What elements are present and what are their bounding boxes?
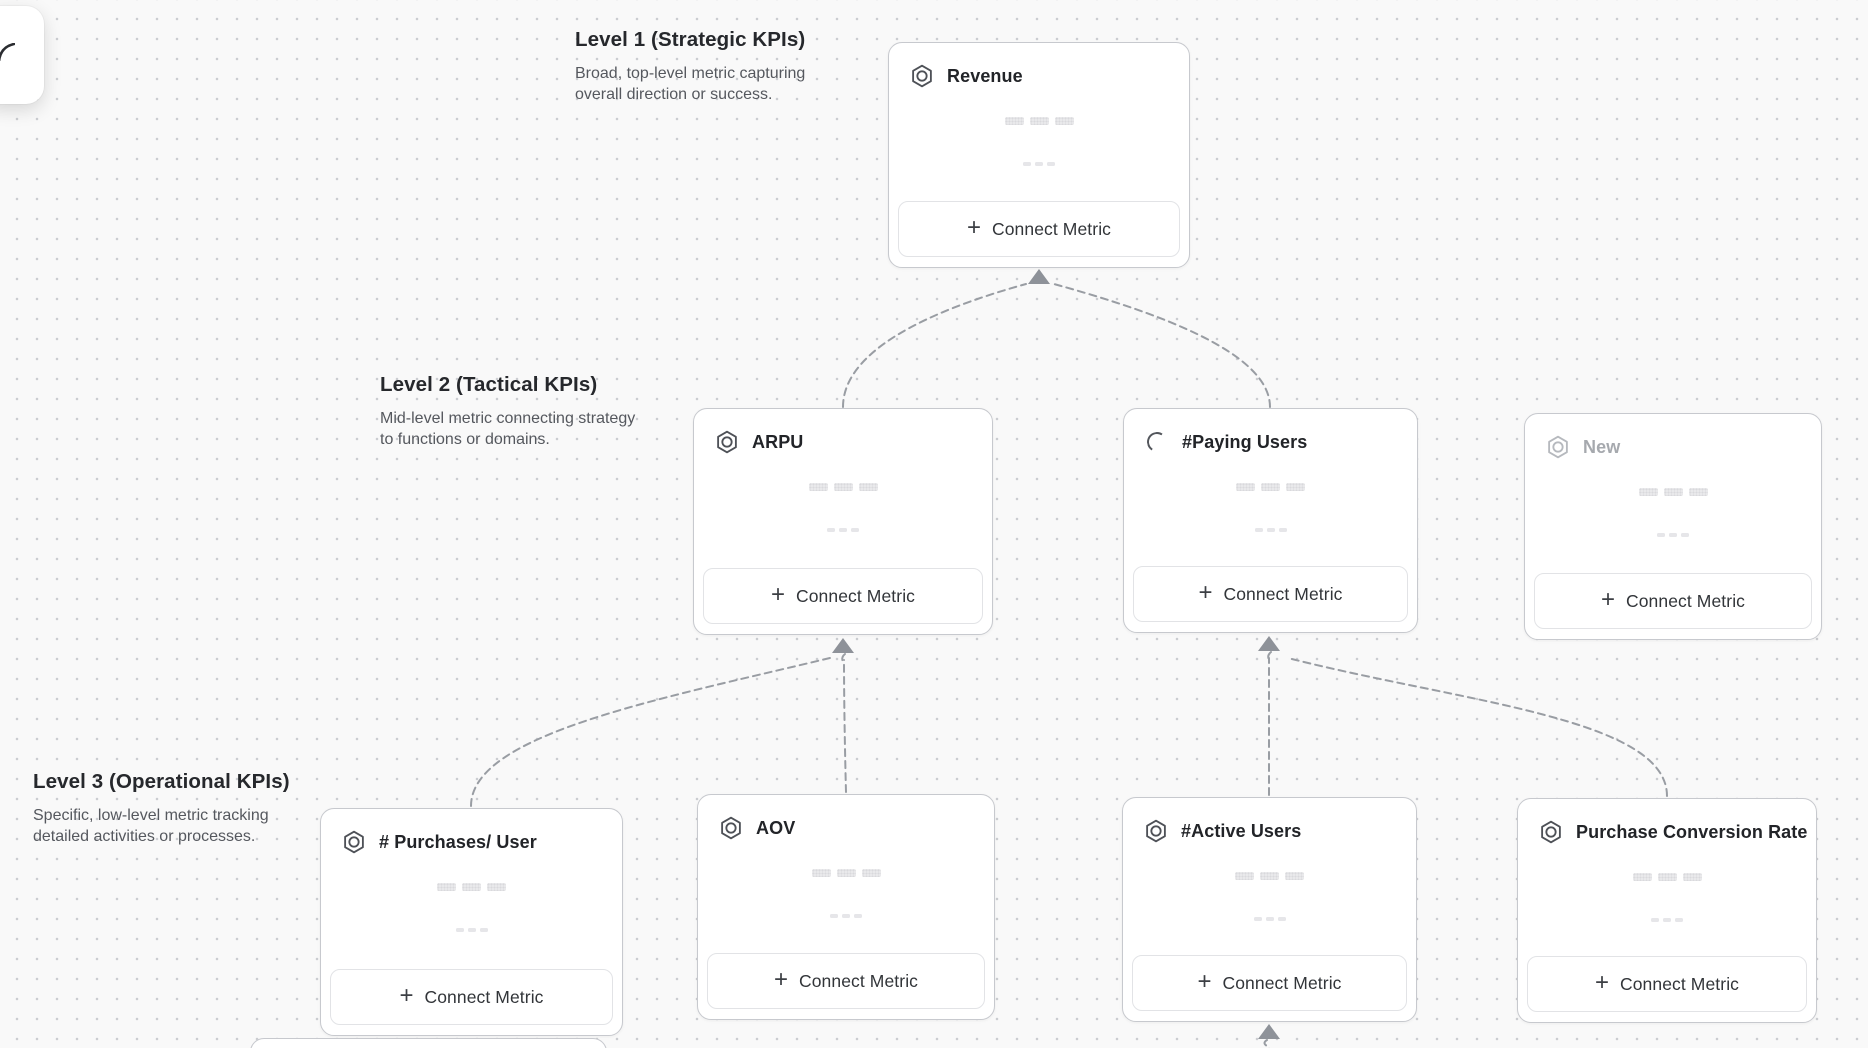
hexagon-metric-icon: [714, 429, 740, 455]
card-header: Revenue: [889, 43, 1189, 89]
connect-metric-button[interactable]: + Connect Metric: [707, 953, 985, 1009]
skeleton-placeholder-row: [1525, 533, 1821, 537]
connector-purchases-to-arpu: [470, 657, 831, 807]
plus-icon: +: [966, 214, 981, 241]
skeleton-placeholder-row: [698, 914, 994, 918]
plus-icon: +: [1197, 968, 1212, 995]
connect-metric-label: Connect Metric: [1222, 972, 1342, 993]
skeleton-placeholder-row: [889, 162, 1189, 166]
skeleton-placeholder-row: [321, 928, 622, 932]
hexagon-metric-icon: [1538, 819, 1564, 845]
arrowhead-into-active: [1258, 1024, 1280, 1039]
metric-card-paying-users[interactable]: #Paying Users + Connect Metric: [1123, 408, 1418, 633]
connect-metric-label: Connect Metric: [798, 970, 919, 991]
card-header: #Active Users: [1123, 798, 1416, 844]
connect-metric-button[interactable]: + Connect Metric: [703, 568, 983, 624]
metric-card-title: New: [1583, 436, 1621, 457]
arrowhead-into-revenue: [1028, 269, 1050, 284]
connect-metric-button[interactable]: + Connect Metric: [1132, 955, 1407, 1011]
floating-toolbar-button[interactable]: [0, 6, 44, 104]
skeleton-placeholder-row: [321, 883, 622, 891]
connect-metric-button[interactable]: + Connect Metric: [898, 201, 1180, 257]
metric-card-active-users[interactable]: #Active Users + Connect Metric: [1122, 797, 1417, 1022]
level-2-label: Level 2 (Tactical KPIs) Mid-level metric…: [380, 373, 642, 450]
arrowhead-into-arpu: [832, 638, 854, 653]
skeleton-placeholder-row: [1518, 873, 1816, 881]
skeleton-placeholder-row: [1124, 528, 1417, 532]
metric-card-title: #Active Users: [1181, 820, 1302, 841]
connect-metric-label: Connect Metric: [1625, 590, 1746, 611]
metric-card-title: AOV: [756, 817, 796, 838]
card-header: Purchase Conversion Rate: [1518, 799, 1816, 845]
connect-metric-label: Connect Metric: [1223, 583, 1343, 604]
metric-card-title: # Purchases/ User: [379, 831, 537, 852]
metric-card-new[interactable]: New + Connect Metric: [1524, 413, 1822, 640]
hexagon-metric-icon: [1545, 434, 1571, 460]
card-header: AOV: [698, 795, 994, 841]
metric-card-partial[interactable]: [250, 1038, 607, 1048]
hexagon-metric-icon: [909, 63, 935, 89]
plus-icon: +: [773, 966, 788, 993]
metric-card-purchase-conversion-rate[interactable]: Purchase Conversion Rate + Connect Metri…: [1517, 798, 1817, 1023]
plus-icon: +: [1198, 579, 1213, 606]
skeleton-placeholder-row: [694, 483, 992, 491]
metric-card-purchases-per-user[interactable]: # Purchases/ User + Connect Metric: [320, 808, 623, 1036]
arrowhead-into-paying: [1258, 636, 1280, 651]
level-1-title: Level 1 (Strategic KPIs): [575, 28, 806, 51]
metric-card-arpu[interactable]: ARPU + Connect Metric: [693, 408, 993, 635]
connect-metric-button[interactable]: + Connect Metric: [330, 969, 613, 1025]
level-1-description: Broad, top-level metric capturing overal…: [575, 65, 806, 103]
loading-spinner-icon: [1144, 429, 1170, 455]
metric-card-title: Purchase Conversion Rate: [1576, 821, 1808, 842]
level-3-description: Specific, low-level metric tracking deta…: [33, 807, 269, 845]
plus-icon: +: [770, 581, 785, 608]
metric-card-title: #Paying Users: [1182, 431, 1308, 452]
plus-icon: +: [1600, 586, 1615, 613]
hexagon-metric-icon: [341, 829, 367, 855]
connect-metric-button[interactable]: + Connect Metric: [1534, 573, 1812, 629]
metric-card-title: ARPU: [752, 431, 804, 452]
plus-icon: +: [1594, 969, 1609, 996]
level-1-label: Level 1 (Strategic KPIs) Broad, top-leve…: [575, 28, 837, 105]
level-2-title: Level 2 (Tactical KPIs): [380, 373, 598, 396]
skeleton-placeholder-row: [694, 528, 992, 532]
connector-arpu-to-revenue: [842, 283, 1027, 408]
skeleton-placeholder-row: [1518, 918, 1816, 922]
connector-paying-to-revenue: [1053, 283, 1271, 408]
connector-aov-to-arpu: [843, 659, 847, 793]
connector-pcr-to-paying: [1287, 657, 1668, 797]
connect-metric-label: Connect Metric: [991, 218, 1112, 239]
level-3-label: Level 3 (Operational KPIs) Specific, low…: [33, 770, 311, 847]
connect-metric-button[interactable]: + Connect Metric: [1527, 956, 1807, 1012]
cursor-icon: [0, 43, 15, 61]
hexagon-metric-icon: [1143, 818, 1169, 844]
card-header: ARPU: [694, 409, 992, 455]
connector-stub-active: [1263, 1039, 1271, 1048]
metric-card-revenue[interactable]: Revenue + Connect Metric: [888, 42, 1190, 268]
skeleton-placeholder-row: [1123, 872, 1416, 880]
metric-card-title: Revenue: [947, 65, 1023, 86]
connect-metric-button[interactable]: + Connect Metric: [1133, 566, 1408, 622]
card-header: # Purchases/ User: [321, 809, 622, 855]
card-header: New: [1525, 414, 1821, 460]
level-2-description: Mid-level metric connecting strategy to …: [380, 410, 636, 448]
plus-icon: +: [399, 982, 414, 1009]
connector-stub-paying: [1267, 651, 1272, 662]
connect-metric-label: Connect Metric: [795, 585, 916, 606]
hexagon-metric-icon: [718, 815, 744, 841]
connect-metric-label: Connect Metric: [1619, 973, 1740, 994]
connector-stub-arpu: [841, 653, 846, 664]
connect-metric-label: Connect Metric: [424, 986, 544, 1007]
skeleton-placeholder-row: [889, 117, 1189, 125]
card-header: #Paying Users: [1124, 409, 1417, 455]
skeleton-placeholder-row: [1124, 483, 1417, 491]
skeleton-placeholder-row: [1525, 488, 1821, 496]
skeleton-placeholder-row: [1123, 917, 1416, 921]
metric-card-aov[interactable]: AOV + Connect Metric: [697, 794, 995, 1020]
level-3-title: Level 3 (Operational KPIs): [33, 770, 290, 793]
skeleton-placeholder-row: [698, 869, 994, 877]
